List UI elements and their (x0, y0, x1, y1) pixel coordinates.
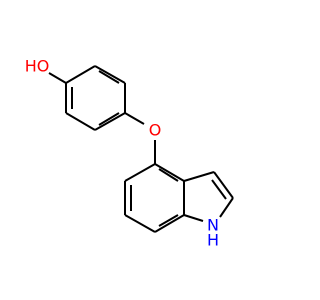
bond-ho (48, 72, 67, 84)
structure-canvas: HO O N H (24, 56, 234, 250)
bond-c2-c3 (65, 112, 96, 131)
double-bond-c3-c2 (211, 179, 227, 200)
bond-c6-c1 (65, 65, 96, 84)
bond-i3-i4 (124, 214, 156, 233)
bond-i6-i1 (154, 163, 185, 182)
molecule-drawing: HO O N H (25, 57, 234, 250)
ether-oxygen-label: O (149, 121, 162, 140)
pyrrole-ring (183, 171, 234, 222)
bond-c5-c6 (94, 65, 126, 84)
bond-c3a-c3 (183, 171, 215, 182)
indole-h-label: H (207, 231, 219, 250)
bond-i4-i5 (154, 214, 185, 233)
indole-n-label: N (207, 216, 219, 235)
bond-ring-o (124, 112, 145, 125)
double-bond-inner-2 (98, 112, 120, 126)
bond-c3-c4 (94, 112, 126, 131)
double-bond-inner-5 (158, 214, 179, 227)
bond-i1-i2 (124, 163, 156, 182)
bond-c2-n (219, 197, 234, 218)
indole-benzene-ring (124, 163, 185, 233)
hydroxyl-label: HO (25, 57, 50, 76)
bond-n-c7a (183, 214, 204, 222)
phenol-ring (65, 65, 126, 131)
bond-c3-c2 (213, 171, 234, 199)
double-bond-inner-3 (98, 70, 120, 84)
double-bond-inner-6 (158, 168, 179, 182)
